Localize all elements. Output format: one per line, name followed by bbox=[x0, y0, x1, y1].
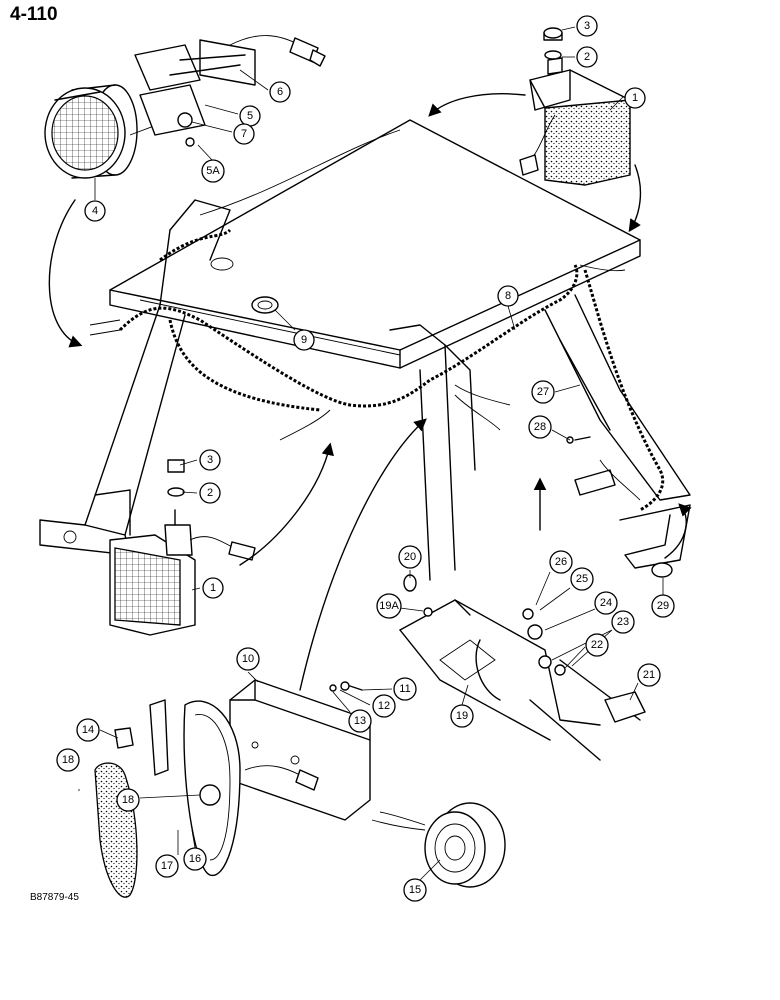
assembly-arrows bbox=[48, 93, 692, 691]
wiring-harness-8 bbox=[89, 129, 626, 441]
callout-11: 11 bbox=[393, 677, 417, 701]
callout-3-top: 3 bbox=[576, 15, 598, 37]
callout-12: 12 bbox=[372, 694, 396, 718]
svg-text:7: 7 bbox=[241, 128, 247, 140]
svg-text:18: 18 bbox=[62, 754, 74, 766]
callout-2-top: 2 bbox=[576, 46, 598, 68]
svg-text:5: 5 bbox=[247, 110, 253, 122]
svg-text:28: 28 bbox=[534, 421, 546, 433]
callout-8: 8 bbox=[497, 285, 519, 307]
svg-text:27: 27 bbox=[537, 386, 549, 398]
svg-text:19: 19 bbox=[456, 710, 468, 722]
callout-23: 23 bbox=[611, 610, 635, 634]
callout-18-left: 18 bbox=[56, 748, 80, 772]
front-right-post bbox=[389, 324, 476, 581]
callout-1-top: 1 bbox=[624, 87, 646, 109]
callout-5a: 5A bbox=[201, 159, 225, 183]
svg-text:5A: 5A bbox=[206, 165, 220, 177]
svg-text:18: 18 bbox=[122, 794, 134, 806]
callout-15: 15 bbox=[403, 878, 427, 902]
svg-text:12: 12 bbox=[378, 700, 390, 712]
svg-text:14: 14 bbox=[82, 724, 94, 736]
callout-4: 4 bbox=[84, 200, 106, 222]
callout-21: 21 bbox=[637, 663, 661, 687]
callout-16: 16 bbox=[183, 847, 207, 871]
leader-lines bbox=[78, 26, 664, 881]
svg-text:11: 11 bbox=[399, 683, 410, 695]
callout-19: 19 bbox=[450, 704, 474, 728]
svg-text:6: 6 bbox=[277, 86, 283, 98]
svg-text:21: 21 bbox=[643, 669, 655, 681]
work-lamp-1-rear bbox=[519, 27, 631, 186]
callout-28: 28 bbox=[528, 415, 552, 439]
svg-text:26: 26 bbox=[555, 556, 567, 568]
callout-3-bottom: 3 bbox=[199, 449, 221, 471]
callout-2-bottom: 2 bbox=[199, 482, 221, 504]
svg-text:17: 17 bbox=[161, 860, 173, 872]
svg-text:13: 13 bbox=[354, 715, 366, 727]
callout-26: 26 bbox=[549, 550, 573, 574]
callout-5: 5 bbox=[239, 105, 261, 127]
rear-support-27 bbox=[544, 269, 691, 569]
grommet-9 bbox=[210, 257, 279, 314]
svg-text:9: 9 bbox=[301, 334, 307, 346]
callout-9: 9 bbox=[293, 329, 315, 351]
tail-light-assembly bbox=[94, 679, 371, 898]
callout-25: 25 bbox=[570, 567, 594, 591]
svg-text:3: 3 bbox=[207, 454, 213, 466]
svg-text:8: 8 bbox=[505, 290, 511, 302]
beacon-15 bbox=[371, 802, 506, 888]
callout-1-bottom: 1 bbox=[202, 577, 224, 599]
callout-29: 29 bbox=[651, 594, 675, 618]
svg-text:2: 2 bbox=[207, 487, 213, 499]
svg-text:2: 2 bbox=[584, 51, 590, 63]
svg-text:3: 3 bbox=[584, 20, 590, 32]
callout-22: 22 bbox=[585, 633, 609, 657]
svg-text:4: 4 bbox=[92, 205, 98, 217]
callout-18-center: 18 bbox=[116, 788, 140, 812]
callout-7: 7 bbox=[233, 123, 255, 145]
callout-24: 24 bbox=[594, 591, 618, 615]
callout-10: 10 bbox=[236, 647, 260, 671]
callout-27: 27 bbox=[531, 380, 555, 404]
lower-bracket-assembly bbox=[399, 436, 673, 761]
callout-17: 17 bbox=[155, 854, 179, 878]
svg-text:29: 29 bbox=[657, 600, 669, 612]
svg-text:16: 16 bbox=[189, 853, 201, 865]
svg-text:22: 22 bbox=[591, 639, 603, 651]
mounting-bracket-5-6 bbox=[134, 35, 326, 147]
svg-text:19A: 19A bbox=[379, 600, 399, 612]
callout-19a: 19A bbox=[376, 593, 402, 619]
work-lamp-1-front bbox=[109, 459, 256, 636]
callout-14: 14 bbox=[76, 718, 100, 742]
callout-6: 6 bbox=[269, 81, 291, 103]
callout-20: 20 bbox=[398, 545, 422, 569]
page-number: 4-110 bbox=[10, 4, 58, 25]
drawing-code: B87879-45 bbox=[30, 892, 79, 903]
svg-text:1: 1 bbox=[210, 582, 216, 594]
svg-text:15: 15 bbox=[409, 884, 421, 896]
svg-text:25: 25 bbox=[576, 573, 588, 585]
svg-text:20: 20 bbox=[404, 551, 416, 563]
callout-13: 13 bbox=[348, 709, 372, 733]
svg-text:10: 10 bbox=[242, 653, 254, 665]
svg-text:1: 1 bbox=[632, 92, 638, 104]
svg-text:24: 24 bbox=[600, 597, 612, 609]
svg-text:23: 23 bbox=[617, 616, 629, 628]
